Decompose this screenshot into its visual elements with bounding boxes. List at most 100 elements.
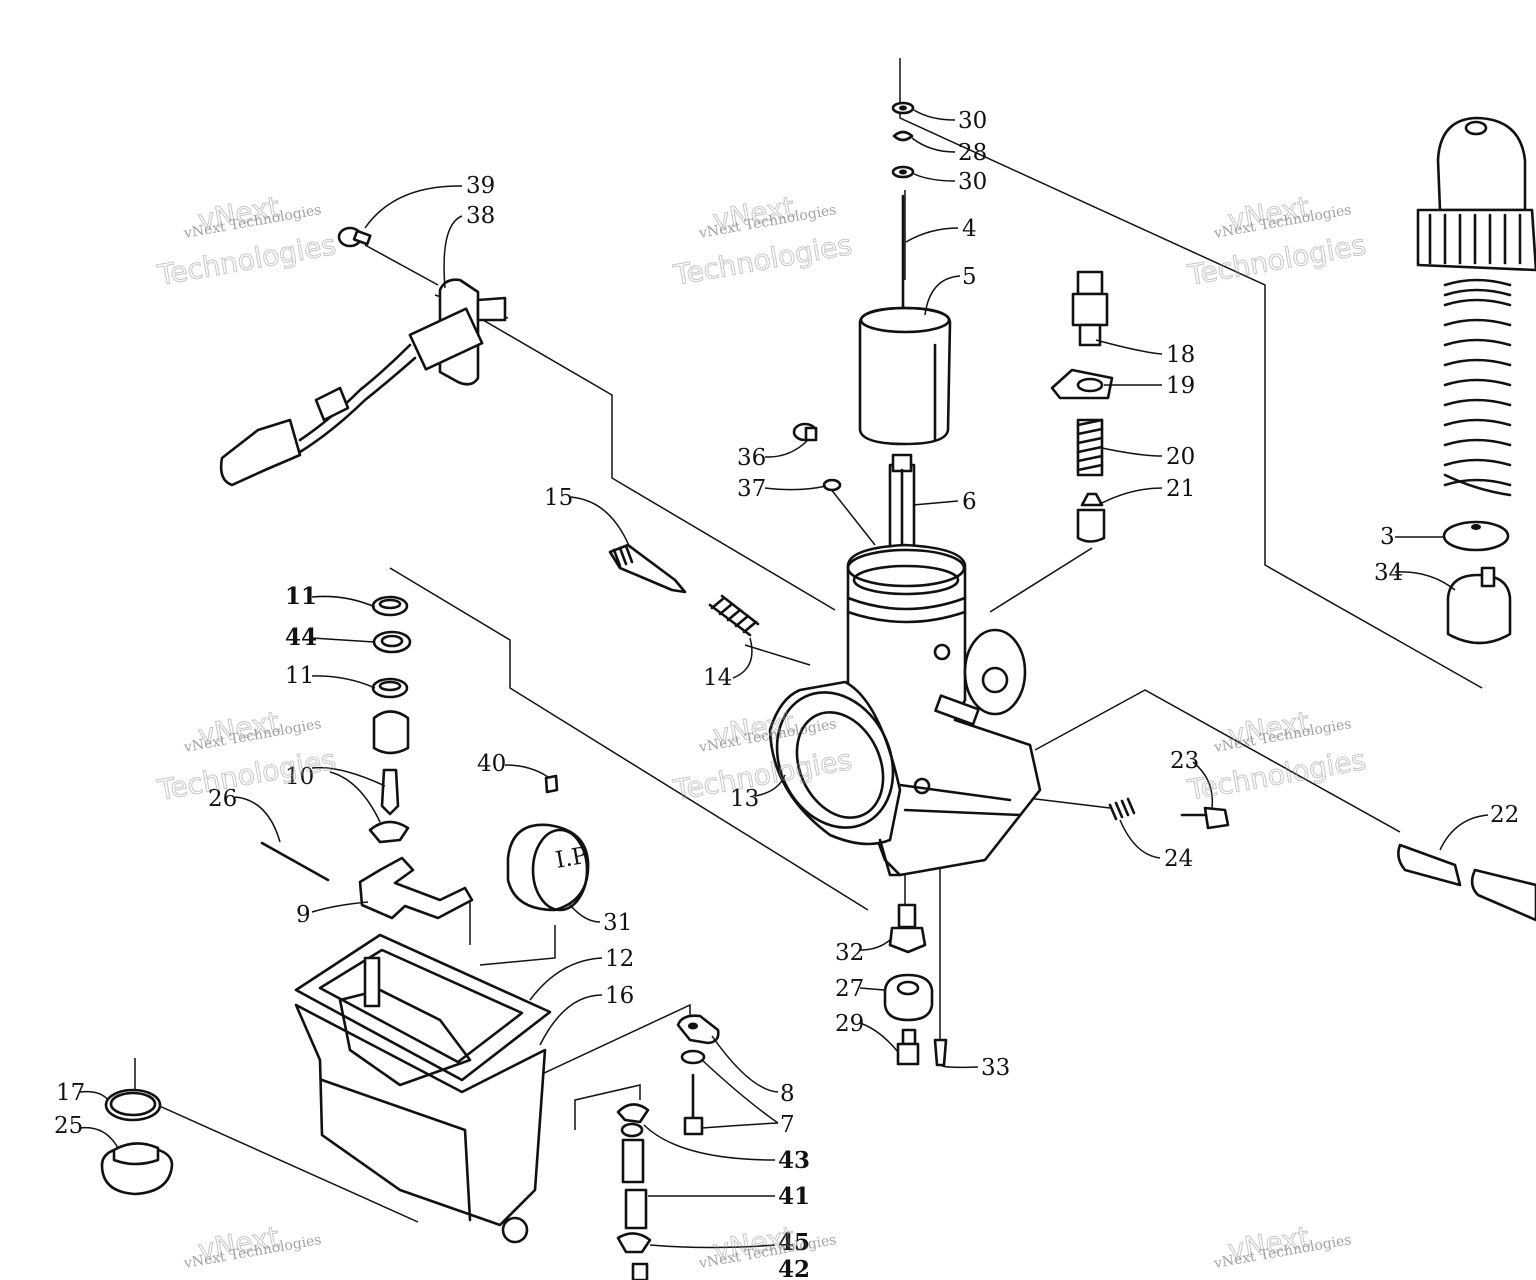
callout-11-lower: 11 xyxy=(285,663,314,689)
callout-28: 28 xyxy=(958,140,987,166)
part-42-fitting xyxy=(631,1262,649,1280)
part-7-washer-screw xyxy=(680,1049,706,1136)
svg-text:vNext: vNext xyxy=(195,190,281,237)
callout-17: 17 xyxy=(56,1080,85,1106)
callout-39: 39 xyxy=(466,173,495,199)
svg-text:vNext: vNext xyxy=(1225,705,1311,752)
part-13-carburetor-body xyxy=(768,543,1042,877)
part-45-hose-clamp xyxy=(616,1232,652,1254)
part-40-cap xyxy=(544,774,559,794)
svg-text:vNext: vNext xyxy=(195,705,281,752)
part-25-drain-plug xyxy=(100,1142,174,1196)
part-43-hose-clamp xyxy=(616,1103,650,1138)
callout-16: 16 xyxy=(605,983,634,1009)
callout-30-lower: 30 xyxy=(958,169,987,195)
callout-45: 45 xyxy=(778,1229,810,1256)
part-5-throttle-valve xyxy=(858,306,952,446)
part-19-gasket-plate xyxy=(1050,368,1114,400)
part-29-main-jet xyxy=(896,1028,920,1066)
callout-44: 44 xyxy=(285,624,317,651)
watermark-bottom-right: vNext Technologies vNext xyxy=(1212,1220,1353,1272)
part-44-o-ring xyxy=(372,630,412,654)
watermark-bottom-left: vNext Technologies vNext xyxy=(182,1220,323,1272)
callout-30-upper: 30 xyxy=(958,108,987,134)
svg-text:Technologies: Technologies xyxy=(671,228,855,292)
part-28-clip xyxy=(892,130,914,142)
part-41-vent-hose-upper xyxy=(621,1138,645,1184)
callout-9: 9 xyxy=(296,902,311,928)
watermark-top-left: vNext Technologies vNext Technologies xyxy=(154,190,339,293)
part-38-throttle-sensor xyxy=(219,278,507,487)
float-part-label: I.P xyxy=(554,843,590,874)
callout-37: 37 xyxy=(737,476,766,502)
callout-24: 24 xyxy=(1164,846,1193,872)
callout-3: 3 xyxy=(1380,524,1395,550)
part-30-washer-top xyxy=(891,101,915,115)
callout-38: 38 xyxy=(466,203,495,229)
callout-12: 12 xyxy=(605,946,634,972)
carburetor-top-cap xyxy=(1416,116,1536,272)
part-22-hose xyxy=(1397,843,1536,922)
callout-8: 8 xyxy=(780,1081,795,1107)
part-24-spring xyxy=(1108,797,1136,821)
callout-11-upper: 11 xyxy=(285,583,317,610)
svg-text:vNext: vNext xyxy=(1225,1220,1311,1267)
callout-23: 23 xyxy=(1170,748,1199,774)
part-39-screw xyxy=(337,226,372,248)
part-27-baffle xyxy=(883,973,934,1022)
watermark-top-right: vNext Technologies vNext Technologies xyxy=(1184,190,1369,293)
part-23-air-screw xyxy=(1180,806,1230,830)
callout-7: 7 xyxy=(780,1112,795,1138)
callout-40: 40 xyxy=(477,751,506,777)
callout-14: 14 xyxy=(703,665,732,691)
svg-text:Technologies: Technologies xyxy=(1185,228,1369,292)
leader-lines xyxy=(79,109,1489,1249)
callout-42: 42 xyxy=(778,1256,810,1280)
callout-32: 32 xyxy=(835,940,864,966)
throttle-return-spring xyxy=(1443,278,1512,497)
part-9-float-arm xyxy=(358,856,474,920)
callout-41: 41 xyxy=(778,1183,810,1210)
callout-43: 43 xyxy=(778,1147,810,1174)
svg-text:Technologies: Technologies xyxy=(155,743,339,807)
svg-text:vNext: vNext xyxy=(195,1220,281,1267)
callout-20: 20 xyxy=(1166,444,1195,470)
callout-5: 5 xyxy=(962,264,977,290)
part-15-throttle-stop-screw xyxy=(608,543,687,594)
part-18-pilot-jet-plug xyxy=(1071,270,1109,347)
part-11-washer-bottom xyxy=(371,677,409,699)
watermark-bottom-center: vNext Technologies vNext xyxy=(697,1220,838,1272)
callout-18: 18 xyxy=(1166,342,1195,368)
callout-19: 19 xyxy=(1166,373,1195,399)
callout-labels: 30 28 30 4 5 18 19 20 21 36 37 6 15 14 1… xyxy=(54,108,1519,1280)
part-21-valve-cap xyxy=(1076,492,1106,543)
part-31-float: I.P xyxy=(506,823,590,912)
part-34-needle-holder xyxy=(1446,566,1512,645)
part-10-needle-valve-assembly xyxy=(368,710,410,844)
part-8-bracket xyxy=(676,1014,720,1045)
watermark-mid-left: vNext Technologies vNext Technologies xyxy=(154,705,339,808)
part-11-washer-top xyxy=(371,595,409,617)
svg-text:vNext: vNext xyxy=(710,190,796,237)
part-36-screw xyxy=(792,422,818,442)
watermark-mid-right: vNext Technologies vNext Technologies xyxy=(1184,705,1369,808)
part-32-needle-jet xyxy=(888,903,927,954)
callout-29: 29 xyxy=(835,1011,864,1037)
callout-21: 21 xyxy=(1166,476,1195,502)
part-30-washer-bottom xyxy=(891,165,915,179)
part-20-spring xyxy=(1076,418,1104,477)
svg-text:Technologies: Technologies xyxy=(1185,743,1369,807)
callout-27: 27 xyxy=(835,976,864,1002)
part-37-washer xyxy=(822,478,842,492)
callout-25: 25 xyxy=(54,1113,83,1139)
callout-33: 33 xyxy=(981,1055,1010,1081)
part-41-vent-hose-lower xyxy=(624,1188,648,1230)
watermark-top-center: vNext Technologies vNext Technologies xyxy=(670,190,855,293)
part-16-float-bowl xyxy=(294,956,547,1244)
svg-text:Technologies: Technologies xyxy=(155,228,339,292)
callout-6: 6 xyxy=(962,489,977,515)
part-14-spring xyxy=(708,594,760,637)
callout-22: 22 xyxy=(1490,802,1519,828)
callout-13: 13 xyxy=(730,786,759,812)
